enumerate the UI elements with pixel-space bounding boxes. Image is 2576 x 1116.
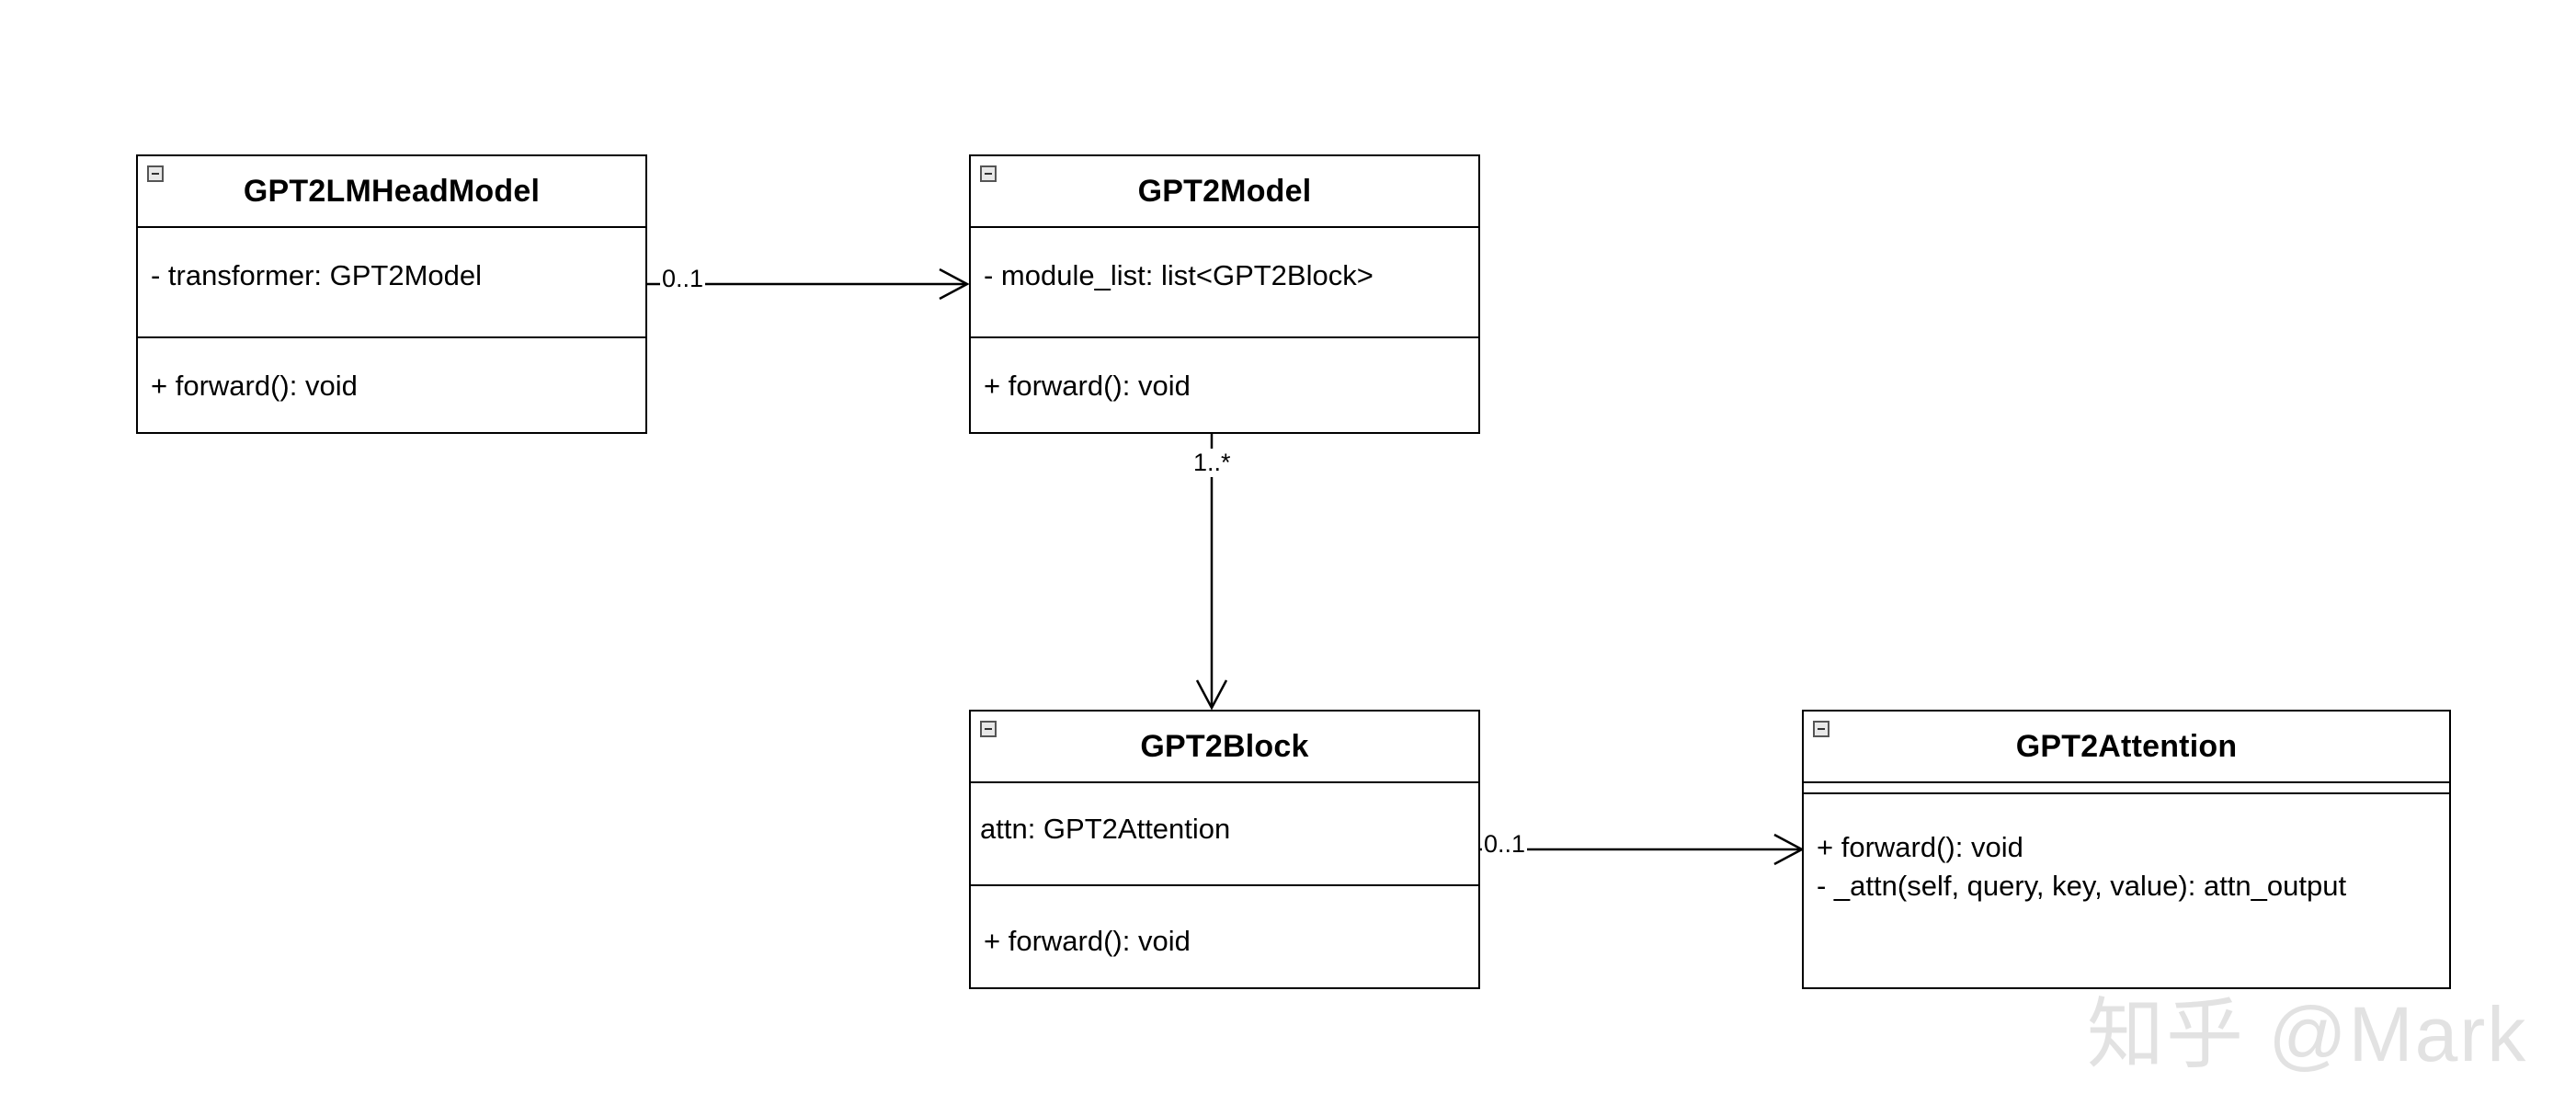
class-name: GPT2Block <box>1140 728 1309 764</box>
attribute: - module_list: list<GPT2Block> <box>984 259 1373 291</box>
class-header: GPT2LMHeadModel <box>138 156 645 228</box>
operations-compartment: + forward(): void - _attn(self, query, k… <box>1804 794 2449 989</box>
class-name: GPT2Attention <box>2015 728 2238 764</box>
attributes-compartment: - transformer: GPT2Model <box>138 228 645 338</box>
operations-compartment: + forward(): void <box>971 886 1478 989</box>
attribute: attn: GPT2Attention <box>980 813 1231 845</box>
multiplicity-label: 1..* <box>1191 449 1233 477</box>
class-header: GPT2Block <box>971 712 1478 783</box>
collapse-icon[interactable] <box>1813 721 1829 737</box>
operations-compartment: + forward(): void <box>971 338 1478 434</box>
arrowhead-open <box>1195 679 1228 711</box>
class-header: GPT2Model <box>971 156 1478 228</box>
class-gpt2attention[interactable]: GPT2Attention + forward(): void - _attn(… <box>1802 710 2451 989</box>
watermark-text: 知乎 @Mark <box>2087 991 2528 1077</box>
multiplicity-label: 0..1 <box>1482 830 1528 859</box>
collapse-icon[interactable] <box>980 721 997 737</box>
class-name: GPT2Model <box>1137 173 1312 209</box>
class-gpt2model[interactable]: GPT2Model - module_list: list<GPT2Block>… <box>969 154 1480 434</box>
collapse-icon[interactable] <box>980 165 997 182</box>
class-name: GPT2LMHeadModel <box>243 173 541 209</box>
class-header: GPT2Attention <box>1804 712 2449 783</box>
operation: + forward(): void <box>984 370 1191 402</box>
collapse-icon[interactable] <box>147 165 164 182</box>
attributes-compartment: attn: GPT2Attention <box>971 783 1478 886</box>
class-gpt2block[interactable]: GPT2Block attn: GPT2Attention + forward(… <box>969 710 1480 989</box>
operation: + forward(): void <box>151 370 358 402</box>
attributes-compartment <box>1804 783 2449 794</box>
operation: + forward(): void <box>984 925 1191 957</box>
arrowhead-open <box>939 268 970 301</box>
multiplicity-label: 0..1 <box>660 265 706 293</box>
operation: - _attn(self, query, key, value): attn_o… <box>1817 870 2347 902</box>
attributes-compartment: - module_list: list<GPT2Block> <box>971 228 1478 338</box>
operations-compartment: + forward(): void <box>138 338 645 434</box>
operation: + forward(): void <box>1817 831 2023 863</box>
class-gpt2lmheadmodel[interactable]: GPT2LMHeadModel - transformer: GPT2Model… <box>136 154 647 434</box>
attribute: - transformer: GPT2Model <box>151 259 483 291</box>
